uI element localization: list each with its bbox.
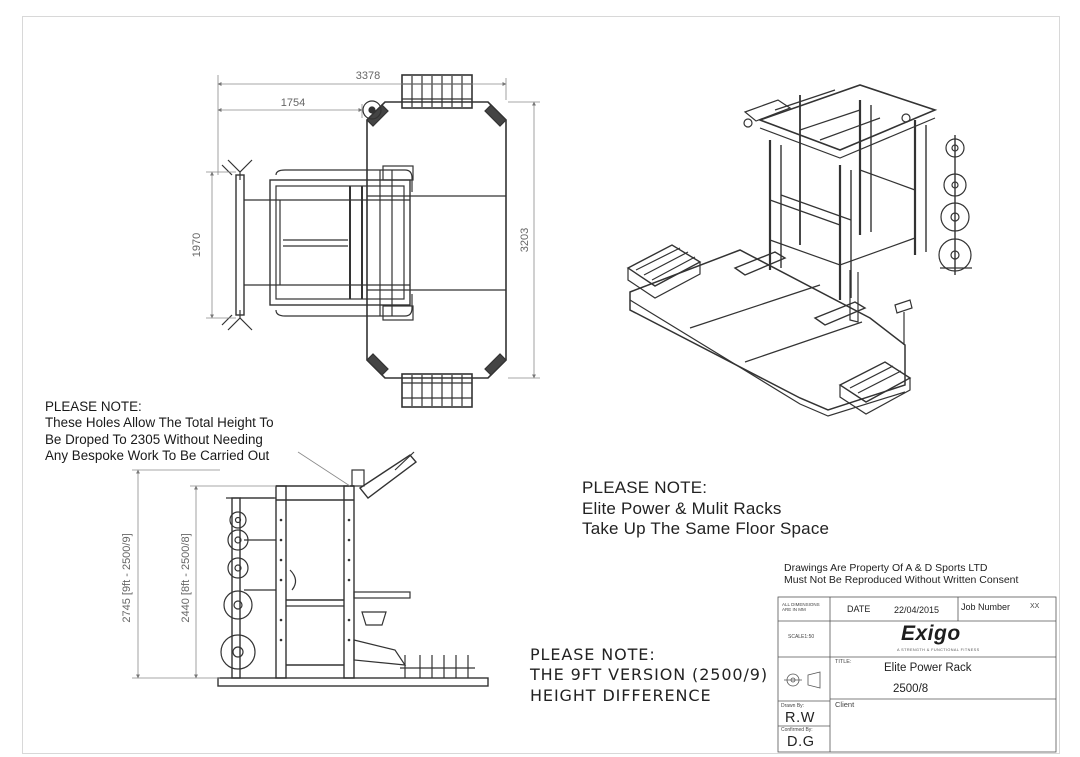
side-view-dimensions	[132, 451, 351, 679]
drawn-by-value: R.W	[785, 710, 815, 726]
title-label: TITLE:	[835, 659, 852, 665]
note-holes: PLEASE NOTE: These Holes Allow The Total…	[45, 399, 274, 464]
dim-overall-width: 3378	[356, 70, 380, 82]
note-floor-line1: Elite Power & Mulit Racks	[582, 498, 782, 518]
all-dimensions-note: ALL DIMENSIONS ARE IN MM	[782, 602, 820, 612]
date-value: 22/04/2015	[894, 605, 940, 615]
model-number: 2500/8	[893, 683, 929, 695]
top-view	[221, 74, 507, 408]
note-floor-space: PLEASE NOTE: Elite Power & Mulit Racks T…	[582, 478, 829, 540]
note-9ft-version: PLEASE NOTE: THE 9FT VERSION (2500/9) HE…	[530, 645, 768, 706]
note-holes-line1: These Holes Allow The Total Height To	[45, 415, 274, 431]
note-9ft-heading: PLEASE NOTE:	[530, 645, 656, 664]
client-label: Client	[835, 700, 855, 709]
dim-platform-length: 3203	[519, 228, 531, 252]
dim-height-8ft: 2440 [8ft - 2500/8]	[180, 533, 192, 622]
drawing-title: Elite Power Rack	[884, 662, 972, 674]
date-label: DATE	[847, 604, 871, 614]
note-floor-heading: PLEASE NOTE:	[582, 478, 708, 497]
all-dimensions-line1: ALL DIMENSIONS	[782, 602, 820, 607]
dim-rack-width: 1754	[281, 97, 305, 109]
note-floor-line2: Take Up The Same Floor Space	[582, 519, 830, 539]
job-number-value: XX	[1030, 603, 1040, 610]
property-notice: Drawings Are Property Of A & D Sports LT…	[784, 562, 1018, 586]
all-dimensions-line2: ARE IN MM	[782, 607, 806, 612]
property-line2: Must Not Be Reproduced Without Written C…	[784, 574, 1019, 586]
drawing-sheet-border	[22, 16, 1060, 754]
top-view-dimensions	[206, 75, 540, 379]
exigo-tagline: A STRENGTH & FUNCTIONAL FITNESS	[897, 648, 980, 652]
title-block-grid	[777, 596, 1057, 753]
property-line1: Drawings Are Property Of A & D Sports LT…	[784, 562, 988, 574]
note-9ft-line1: THE 9FT VERSION (2500/9)	[530, 665, 769, 685]
note-holes-heading: PLEASE NOTE:	[45, 399, 142, 414]
scale-label: SCALE1:50	[788, 634, 815, 640]
side-view	[217, 451, 489, 687]
confirmed-by-label: Confirmed By:	[781, 727, 813, 733]
exigo-logo: Exigo	[901, 622, 961, 645]
dim-rack-depth: 1970	[191, 233, 203, 257]
note-holes-line2: Be Droped To 2305 Without Needing	[45, 431, 263, 447]
confirmed-by-value: D.G	[787, 734, 815, 750]
job-number-label: Job Number	[961, 602, 1011, 612]
isometric-view	[626, 84, 972, 417]
note-holes-line3: Any Bespoke Work To Be Carried Out	[45, 448, 270, 464]
drawn-by-label: Drawn By:	[781, 703, 805, 709]
note-9ft-line2: HEIGHT DIFFERENCE	[530, 685, 712, 705]
dim-height-9ft: 2745 [9ft - 2500/9]	[121, 533, 133, 622]
